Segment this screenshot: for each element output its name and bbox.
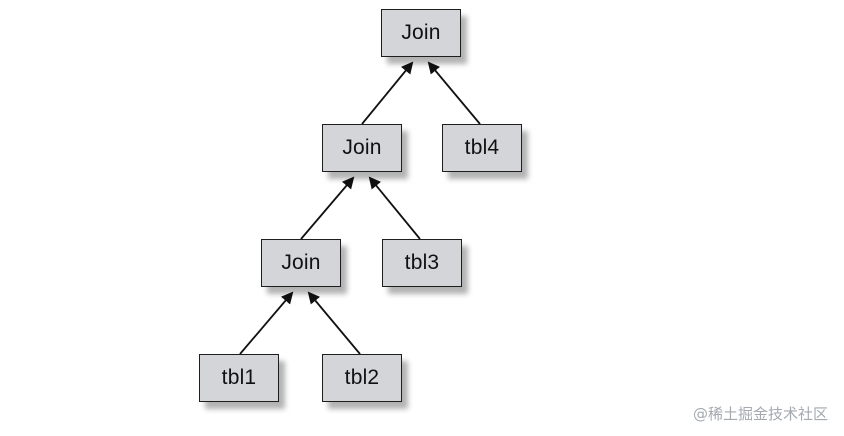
table-node-tbl1: tbl1 — [199, 354, 279, 402]
table-node-tbl2-label: tbl2 — [344, 366, 380, 389]
table-node-tbl2: tbl2 — [322, 354, 402, 402]
join-node-top: Join — [381, 9, 461, 57]
table-node-tbl3-label: tbl3 — [404, 251, 440, 274]
table-node-tbl4: tbl4 — [442, 124, 522, 172]
table-node-tbl1-label: tbl1 — [221, 366, 257, 389]
join-node-bottom: Join — [261, 239, 341, 287]
table-node-tbl4-label: tbl4 — [464, 136, 500, 159]
edge-join-low-to-join-mid — [300, 176, 355, 240]
join-node-top-label: Join — [401, 21, 441, 44]
edge-join-mid-to-join-top — [361, 61, 414, 125]
table-node-tbl3: tbl3 — [382, 239, 462, 287]
edge-tbl2-to-join-low — [307, 291, 361, 355]
edge-tbl4-to-join-top — [427, 61, 481, 125]
join-node-middle: Join — [322, 124, 402, 172]
edge-tbl3-to-join-mid — [368, 176, 421, 240]
join-node-middle-label: Join — [342, 136, 382, 159]
edge-tbl1-to-join-low — [239, 291, 294, 355]
watermark-text: @稀土掘金技术社区 — [692, 405, 828, 423]
join-node-bottom-label: Join — [281, 251, 321, 274]
